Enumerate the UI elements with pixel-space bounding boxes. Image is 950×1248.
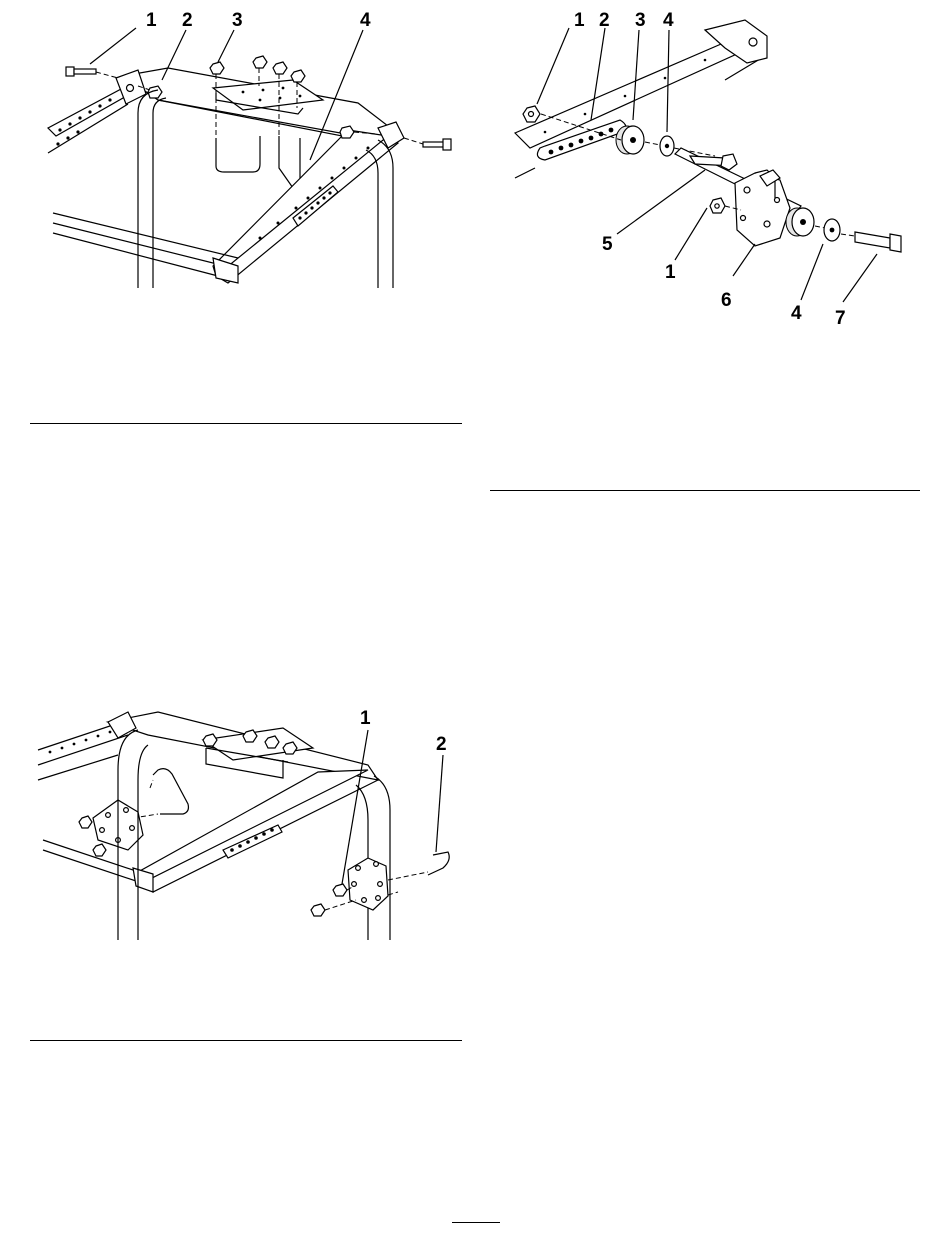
mount-bracket [735,170,790,246]
callout-3: 3 [232,10,243,31]
bolt-left [66,67,118,78]
callout-1: 1 [146,10,157,31]
roller-right [786,208,814,236]
washer-left [660,136,674,156]
callout-2: 2 [599,10,610,31]
callout-4: 4 [663,10,674,31]
figure-pin-assembly: 1 2 [38,700,458,945]
callout-1: 1 [360,708,371,729]
lower-frame-bar [53,213,238,283]
callout-4b: 4 [791,303,802,324]
callout-1: 1 [574,10,585,31]
nut-left [523,106,540,122]
pin [388,852,449,895]
bolt-right [855,232,901,252]
figure-divider-1 [30,423,462,424]
callout-3: 3 [635,10,646,31]
callout-2: 2 [182,10,193,31]
callout-6: 6 [721,290,732,311]
pin-assembly-drawing: 1 2 [38,700,458,945]
leg-plate-right [348,858,388,910]
figure-divider-2 [490,490,920,491]
roller-assembly-drawing: 1 2 3 4 5 1 6 4 7 [505,8,925,328]
frame-u-bolt-drawing: 1 2 3 4 [38,8,458,293]
callout-2: 2 [436,734,447,755]
callout-1b: 1 [665,262,676,283]
rear-rail [48,88,130,153]
callout-7: 7 [835,308,846,329]
u-bolts [216,136,300,190]
figure-divider-3 [30,1040,462,1041]
page-number-rule [452,1222,500,1223]
callout-4: 4 [360,10,371,31]
figure-frame-u-bolt: 1 2 3 4 [38,8,458,293]
leg-plate-left [79,800,143,856]
nuts [311,884,356,916]
figure-roller-assembly: 1 2 3 4 5 1 6 4 7 [505,8,925,328]
washer-right [824,219,840,241]
side-rail [138,770,368,880]
callout-5: 5 [602,234,613,255]
u-bolt [133,769,188,818]
